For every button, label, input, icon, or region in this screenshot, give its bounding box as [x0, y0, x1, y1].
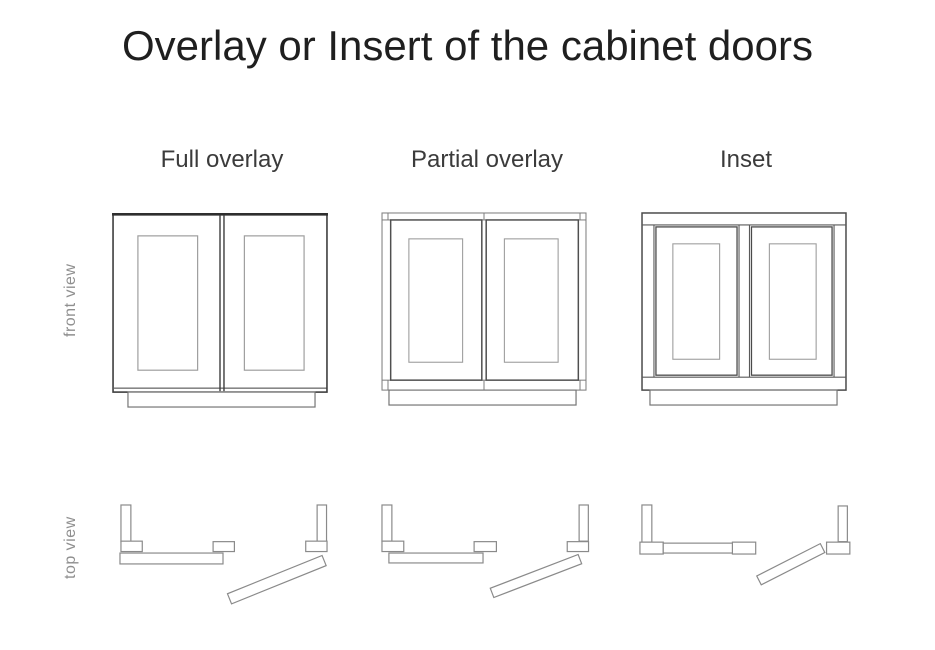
- left-door: [655, 226, 738, 376]
- face-frame-lines: [642, 224, 846, 378]
- cabinet-base: [127, 391, 316, 408]
- open-door: [489, 553, 583, 599]
- left-frame-stile: [639, 541, 664, 555]
- right-frame-stile: [825, 541, 851, 555]
- inset-top-view-diagram: [639, 504, 851, 586]
- left-frame-stile: [120, 540, 143, 553]
- center-frame-stile: [731, 541, 757, 555]
- center-frame-stile: [212, 541, 235, 553]
- column-header-inset: Inset: [719, 146, 773, 173]
- inset-front-view-diagram: [641, 212, 847, 406]
- left-door-panel: [137, 235, 199, 371]
- right-side-wall: [837, 505, 848, 543]
- left-door-panel: [672, 243, 721, 360]
- left-side-wall: [381, 504, 393, 542]
- right-door: [750, 226, 833, 376]
- right-side-wall: [578, 504, 589, 542]
- right-door-panel: [768, 243, 817, 360]
- row-label-top-view: top view: [62, 516, 79, 580]
- right-door-panel: [243, 235, 305, 371]
- left-door: [389, 219, 483, 381]
- column-header-partial-overlay: Partial overlay: [410, 146, 564, 173]
- partial-overlay-top-view-diagram: [381, 504, 590, 599]
- left-side-wall: [641, 504, 653, 543]
- cabinet-base: [388, 389, 577, 406]
- right-door-panel: [503, 238, 559, 363]
- open-door: [755, 542, 826, 586]
- left-side-wall: [120, 504, 132, 543]
- closed-door: [119, 552, 224, 565]
- closed-door: [388, 552, 484, 564]
- open-door: [226, 554, 327, 605]
- right-frame-stile: [566, 541, 590, 553]
- left-door-panel: [408, 238, 464, 363]
- page-title: Overlay or Insert of the cabinet doors: [121, 22, 813, 69]
- column-header-full-overlay: Full overlay: [160, 146, 284, 173]
- right-door: [485, 219, 580, 381]
- full-overlay-front-view-diagram: [112, 212, 328, 408]
- closed-door-flush: [662, 542, 734, 554]
- cabinet-base: [649, 389, 838, 406]
- left-frame-stile: [381, 540, 405, 553]
- right-frame-stile: [305, 540, 328, 553]
- center-frame-stile: [473, 541, 497, 553]
- full-overlay-top-view-diagram: [119, 504, 328, 605]
- right-side-wall: [316, 504, 328, 543]
- row-label-front-view: front view: [62, 263, 79, 337]
- partial-overlay-front-view-diagram: [381, 212, 587, 406]
